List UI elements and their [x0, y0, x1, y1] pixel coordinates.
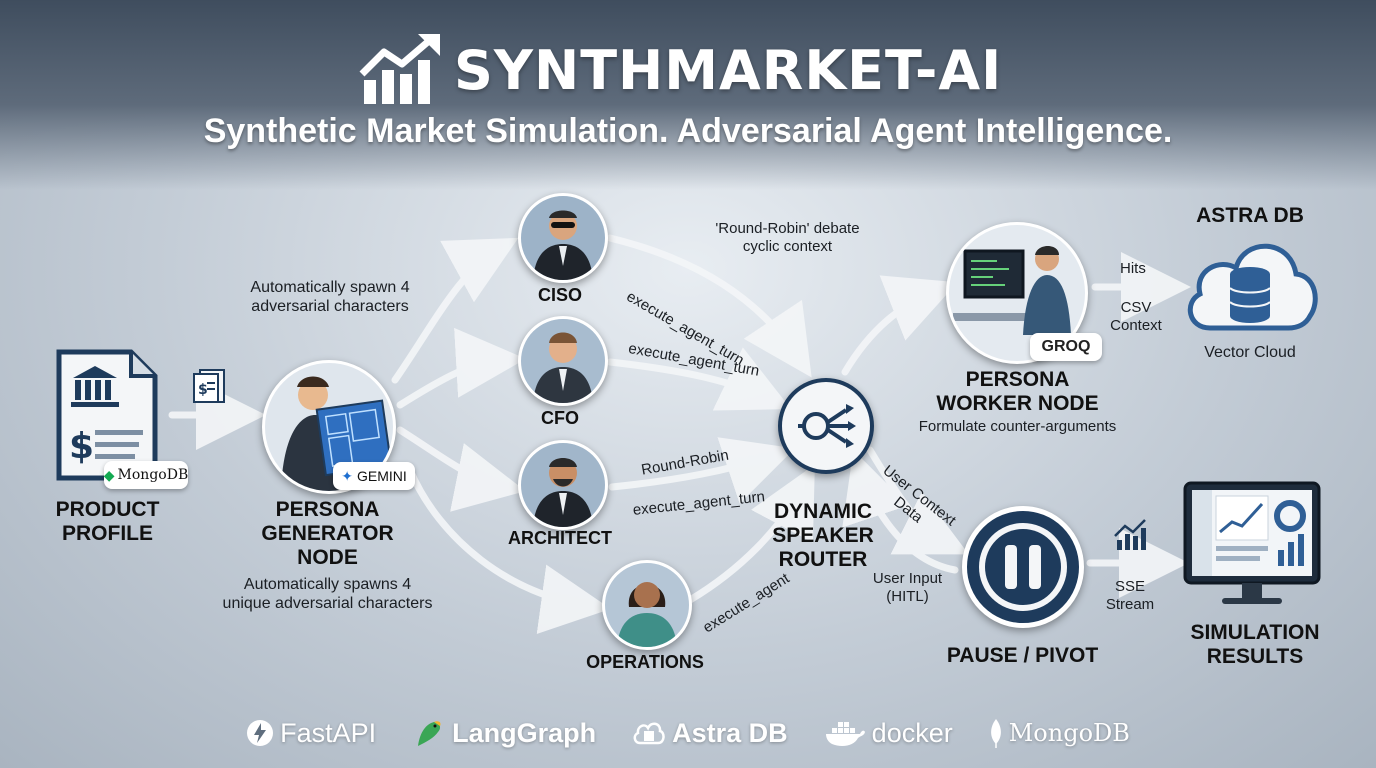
operations-label: OPERATIONS	[586, 652, 704, 672]
architect-avatar	[518, 440, 608, 530]
arrow-gen-to-operations	[406, 466, 611, 634]
developer-workstation-icon	[953, 246, 1071, 335]
simulation-results-label: SIMULATION RESULTS	[1190, 621, 1320, 668]
mongodb-badge: ◆ MongoDB	[104, 461, 188, 489]
growth-chart-icon	[1114, 519, 1146, 550]
leaf-icon	[990, 719, 1001, 748]
operations-avatar	[602, 560, 692, 650]
arrow-ciso-to-router	[606, 234, 812, 378]
gemini-badge: ✦ GEMINI	[333, 462, 415, 490]
fastapi-logo: FastAPI	[246, 718, 376, 749]
astra-db-title: ASTRA DB	[1196, 204, 1304, 227]
svg-text:$: $	[69, 426, 94, 467]
arrow-router-to-worker	[841, 275, 958, 376]
sse-stream-label: SSE Stream	[1105, 578, 1155, 613]
cloud-database-icon	[633, 722, 665, 745]
ciso-label: CISO	[537, 285, 582, 305]
arrow-pause-to-router	[842, 450, 959, 574]
cfo-avatar	[518, 316, 608, 406]
user-input-label: User Input (HITL)	[872, 570, 943, 605]
persona-generator-label: PERSONA GENERATOR NODE	[261, 498, 394, 569]
cfo-label: CFO	[541, 408, 579, 428]
worker-note: Formulate counter-arguments	[918, 418, 1117, 435]
header-band	[0, 0, 1376, 190]
csv-context-label: CSV Context	[1110, 299, 1162, 334]
arrow-gen-to-architect	[396, 426, 526, 512]
astra-db-logo: Astra DB	[632, 718, 788, 749]
speaker-router-node	[778, 378, 874, 474]
generator-top-note: Automatically spawn 4 adversarial charac…	[250, 279, 410, 315]
vector-cloud-caption: Vector Cloud	[1204, 344, 1296, 361]
arrow-cfo-to-router	[606, 347, 791, 411]
architect-blueprint-icon	[281, 376, 393, 491]
arrow-architect-to-router	[608, 437, 795, 504]
generator-bottom-note: Automatically spawns 4 unique adversaria…	[222, 576, 433, 612]
fastapi-bolt-icon	[247, 720, 274, 746]
person-icon	[617, 582, 677, 647]
parrot-icon	[418, 721, 441, 746]
person-icon	[533, 458, 593, 527]
speaker-router-label: DYNAMIC SPEAKER ROUTER	[772, 500, 874, 571]
svg-text:$: $	[198, 382, 208, 398]
pause-pivot-label: PAUSE / PIVOT	[946, 644, 1099, 667]
person-icon	[533, 332, 593, 403]
arrow-operations-to-router	[686, 464, 815, 604]
product-profile-node: $	[55, 348, 165, 488]
router-split-icon	[798, 404, 856, 448]
product-profile-label: PRODUCT PROFILE	[55, 498, 160, 545]
document-icon: $	[193, 369, 225, 403]
groq-badge: GROQ	[1030, 333, 1102, 361]
persona-worker-label: PERSONA WORKER NODE	[936, 368, 1099, 415]
pause-icon	[979, 523, 1067, 611]
langgraph-logo: LangGraph	[412, 716, 596, 750]
docker-logo: docker	[824, 718, 953, 749]
leaf-icon: ◆	[103, 466, 115, 483]
mongodb-logo: MongoDB	[989, 718, 1130, 748]
results-dashboard-icon	[1183, 481, 1321, 604]
brand: SYNTHMARKET-AI	[359, 30, 1060, 110]
footer-tech-stack: FastAPI LangGraph Astra DB docker MongoD…	[0, 708, 1376, 758]
round-robin-debate-label: 'Round-Robin' debate cyclic context	[715, 220, 860, 255]
architect-label: ARCHITECT	[508, 528, 612, 548]
persona-worker-avatar	[946, 222, 1088, 364]
person-icon	[533, 210, 593, 280]
arrow-gen-to-ciso	[391, 237, 519, 384]
docker-whale-icon	[825, 722, 865, 746]
persona-generator-avatar	[262, 360, 396, 494]
document-bank-icon: $	[56, 349, 158, 481]
pause-pivot-button[interactable]	[962, 506, 1084, 628]
ciso-avatar	[518, 193, 608, 283]
arrow-gen-to-cfo	[396, 327, 526, 409]
tagline: Synthetic Market Simulation. Adversarial…	[203, 112, 1173, 150]
cloud-database-icon	[1187, 243, 1318, 331]
gemini-icon: ✦	[341, 467, 353, 484]
hits-label: Hits	[1120, 260, 1146, 277]
growth-chart-icon	[359, 34, 440, 104]
app-title: SYNTHMARKET-AI	[454, 38, 1003, 102]
